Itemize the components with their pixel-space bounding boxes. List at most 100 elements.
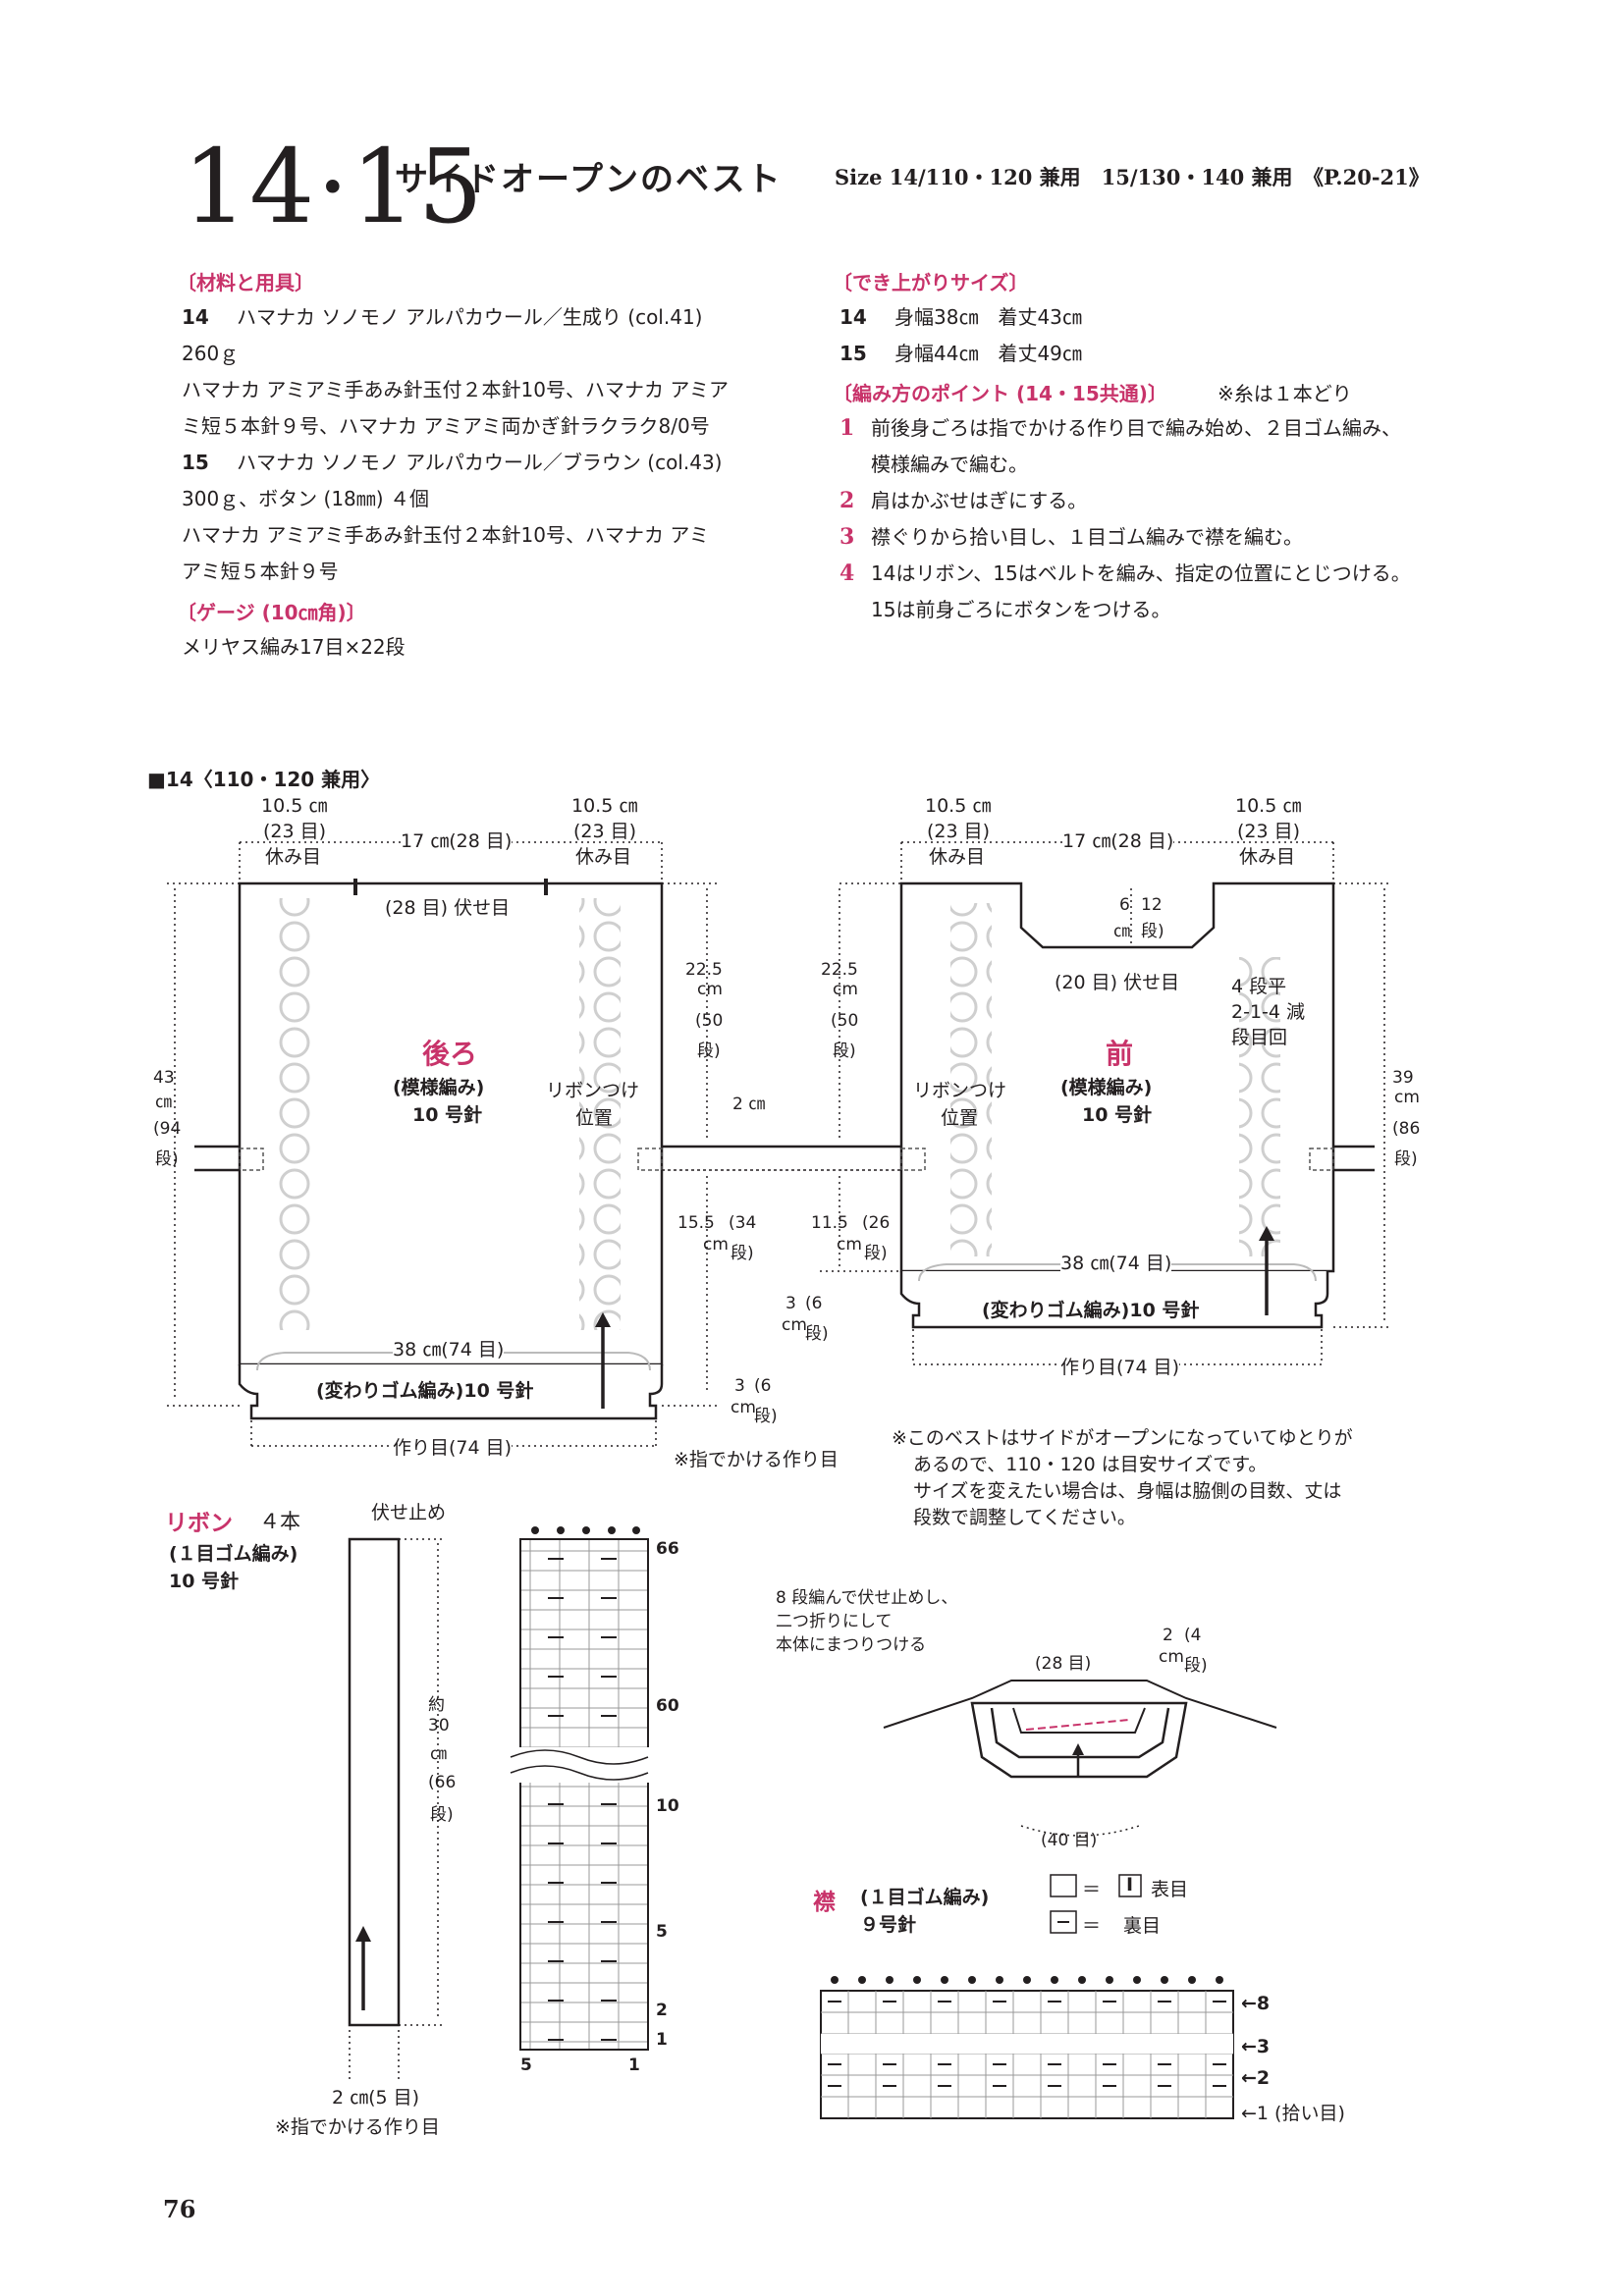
pattern-number: 14·15: [183, 127, 485, 246]
back-pattern: (模様編み): [393, 1077, 485, 1098]
back-label: 後ろ: [422, 1038, 478, 1070]
ribbon-width: 2 ㎝(5 目): [332, 2087, 420, 2109]
ribbon-note: ※指でかける作り目: [275, 2116, 440, 2138]
neck-depth: 6: [1119, 895, 1130, 915]
ribbon-bindoff: 伏せ止め: [371, 1502, 447, 1523]
collar-row-8: ←8: [1241, 1993, 1271, 2014]
front-needle: 10 号針: [1082, 1104, 1153, 1126]
finger-cast-note: ※指でかける作り目: [674, 1449, 839, 1470]
finished-heading: 〔でき上がりサイズ〕: [833, 271, 1029, 294]
collar-title: 襟: [813, 1890, 836, 1915]
chart-row-label: 5: [656, 1922, 668, 1942]
gauge-text: メリヤス編み17目×22段: [182, 635, 406, 659]
collar-instructions: 8 段編んで伏せ止めし、 二つ折りにして 本体にまつりつける: [776, 1588, 958, 1655]
upper-rows-back-2: 段): [697, 1041, 721, 1061]
back-rib-rows: (6: [754, 1376, 772, 1396]
shoulder-width-front-right: 10.5 ㎝: [1235, 795, 1302, 817]
front-rib-height: 3: [785, 1294, 796, 1313]
front-rib-rows: (6: [805, 1294, 823, 1313]
front-label: 前: [1106, 1038, 1134, 1070]
points-heading: 〔編み方のポイント (14・15共通)〕: [833, 382, 1167, 405]
front-width: 38 ㎝(74 目): [1060, 1249, 1172, 1275]
materials-line: 300ｇ、ボタン (18㎜) ４個: [182, 487, 429, 510]
front-rib-label: (変わりゴム編み)10 号針: [982, 1300, 1200, 1321]
lower-rows-back: (34: [729, 1213, 757, 1233]
rest-stitches-back-right: 休み目: [575, 846, 632, 868]
lower-height-back-unit: cm: [703, 1235, 729, 1255]
chart-row-label: 66: [656, 1539, 679, 1559]
chart-row-label: 10: [656, 1796, 679, 1816]
ribbon-needle: 10 号針: [169, 1571, 240, 1592]
ribbon-pos-back: リボンつけ: [546, 1080, 640, 1101]
collar-detail: [883, 1680, 1277, 1837]
collar-height: 2: [1163, 1626, 1173, 1645]
total-height-front: 39: [1392, 1068, 1414, 1088]
materials-line: ハマナカ アミアミ手あみ針玉付２本針10号、ハマナカ アミ: [182, 523, 709, 547]
back-piece: [194, 879, 664, 1420]
ribbon-pattern: (１目ゴム編み): [169, 1543, 298, 1565]
lower-rows-front-2: 段): [864, 1244, 888, 1263]
neck-depth-unit: ㎝: [1113, 922, 1130, 941]
collar-row-3: ←3: [1241, 2036, 1271, 2057]
materials-line: ハマナカ アミアミ手あみ針玉付２本針10号、ハマナカ アミア: [182, 378, 729, 401]
total-height-back-rows-2: 段): [155, 1149, 179, 1169]
back-rib-label: (変わりゴム編み)10 号針: [316, 1380, 534, 1402]
ribbon-length: 約: [428, 1695, 445, 1715]
collar-needle: ９号針: [860, 1914, 917, 1936]
neck-width-back: 17 ㎝(28 目): [401, 827, 513, 853]
front-cast-on: 作り目(74 目): [1060, 1353, 1180, 1379]
chart-col-label: 5: [520, 2056, 532, 2075]
collar-row-2: ←2: [1241, 2067, 1271, 2089]
legend-eq: ＝: [1082, 1879, 1102, 1900]
total-height-back-rows: (94: [153, 1119, 182, 1139]
neck-width-front: 17 ㎝(28 目): [1062, 827, 1174, 853]
rest-stitches-back-left: 休み目: [265, 846, 322, 868]
collar-chart: [820, 1874, 1234, 2119]
shoulder-stitches-back-right: (23 目): [573, 821, 637, 842]
front-pattern: (模様編み): [1060, 1077, 1153, 1098]
page-number: 76: [163, 2195, 196, 2223]
collar-pattern: (１目ゴム編み): [860, 1887, 990, 1908]
ribbon-piece: [348, 1526, 658, 2081]
chart-col-label: 1: [628, 2056, 640, 2075]
back-cast-on: 作り目(74 目): [393, 1433, 513, 1460]
shoulder-stitches-front-right: (23 目): [1237, 821, 1301, 842]
materials-line: ミ短５本針９号、ハマナカ アミアミ両かぎ針ラクラク8/0号: [182, 414, 710, 438]
collar-st40: (40 目): [1041, 1831, 1098, 1850]
lower-height-front: 11.5: [811, 1213, 848, 1233]
shoulder-stitches-front-left: (23 目): [927, 821, 991, 842]
upper-height-front-unit: cm: [833, 980, 858, 999]
lower-height-back: 15.5: [677, 1213, 715, 1233]
back-needle: 10 号針: [412, 1104, 483, 1126]
collar-row-1: ←1 (拾い目): [1241, 2103, 1345, 2124]
back-bindoff: (28 目) 伏せ目: [385, 897, 511, 919]
legend-purl: 裏目: [1123, 1915, 1162, 1937]
collar-height-rows-2: 段): [1184, 1656, 1208, 1676]
ribbon-length-unit: ㎝: [430, 1744, 447, 1764]
rest-stitches-front-left: 休み目: [929, 846, 986, 868]
materials-heading: 〔材料と用具〕: [177, 271, 314, 294]
legend-knit-symbol: I: [1126, 1874, 1134, 1896]
total-height-front-unit: cm: [1394, 1088, 1420, 1107]
front-rib-height-unit: cm: [782, 1315, 807, 1335]
chart-row-label: 1: [656, 2030, 668, 2050]
chart-row-label: 60: [656, 1696, 679, 1716]
back-rib-height-unit: cm: [731, 1398, 756, 1417]
upper-rows-front: (50: [831, 1011, 859, 1031]
back-width: 38 ㎝(74 目): [393, 1335, 505, 1362]
lower-rows-front: (26: [862, 1213, 891, 1233]
neck-depth-rows: 12: [1141, 895, 1163, 915]
lower-height-front-unit: cm: [837, 1235, 862, 1255]
gauge-heading: 〔ゲージ (10㎝角)〕: [177, 601, 366, 624]
vest-note: ※このベストはサイドがオープンになっていてゆとりが あるので、110・120 は…: [892, 1427, 1353, 1528]
total-height-back-unit: ㎝: [155, 1093, 172, 1112]
upper-rows-back: (50: [695, 1011, 724, 1031]
rest-stitches-front-right: 休み目: [1239, 846, 1296, 868]
upper-rows-front-2: 段): [833, 1041, 856, 1061]
